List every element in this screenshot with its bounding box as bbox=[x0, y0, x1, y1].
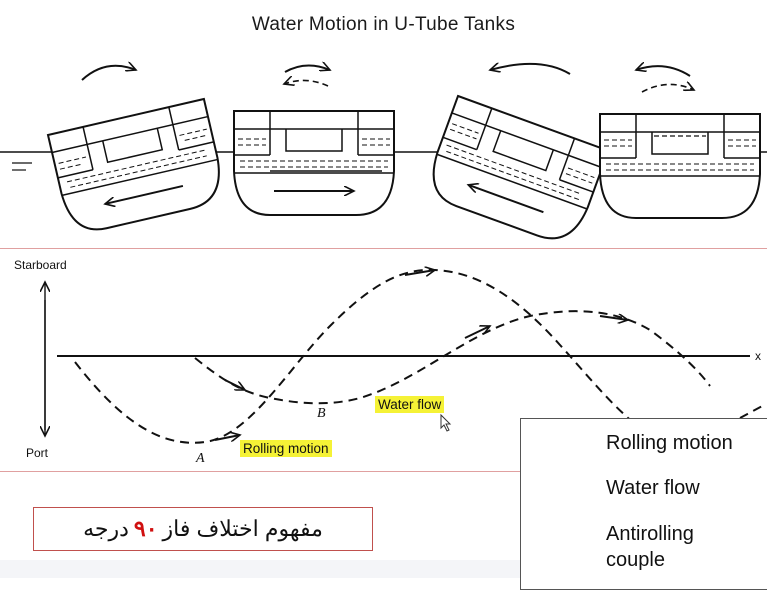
rolling-arrow-3 bbox=[490, 64, 571, 75]
panel-divider-bottom bbox=[0, 471, 520, 472]
starboard-label: Starboard bbox=[14, 258, 67, 272]
point-b-label: B bbox=[317, 406, 326, 421]
ship-hull-3 bbox=[421, 95, 610, 250]
water-flow-tag: Water flow bbox=[375, 396, 445, 413]
x-axis-label: x bbox=[755, 349, 761, 363]
legend-rolling-label: Rolling motion bbox=[606, 432, 733, 454]
rolling-arrow-4 bbox=[636, 66, 691, 77]
panel-divider-top bbox=[0, 248, 767, 249]
rolling-motion-tag: Rolling motion bbox=[240, 440, 332, 457]
caption-text-start: مفهوم اختلاف فاز bbox=[162, 516, 323, 541]
legend-waterflow-label: Water flow bbox=[606, 477, 700, 499]
antirolling-arrow-4 bbox=[641, 84, 694, 93]
ship-hull-1 bbox=[47, 98, 229, 238]
ship-hull-4 bbox=[599, 113, 761, 219]
water-flow-curve bbox=[194, 310, 711, 405]
antirolling-arrow-2 bbox=[284, 80, 329, 87]
port-label: Port bbox=[26, 446, 49, 460]
point-a-label: A bbox=[196, 451, 205, 466]
mouse-cursor-icon bbox=[440, 413, 452, 432]
rolling-motion-curve bbox=[74, 268, 641, 444]
player-toolbar-strip bbox=[0, 560, 520, 578]
phase-caption: مفهوم اختلاف فاز ۹۰ درجه bbox=[33, 507, 373, 551]
legend-antirolling-label: Antirolling bbox=[606, 523, 694, 545]
legend bbox=[520, 418, 767, 590]
caption-text-end: درجه bbox=[83, 516, 129, 541]
rolling-arrow-2 bbox=[284, 65, 330, 73]
caption-number: ۹۰ bbox=[133, 516, 158, 541]
legend-couple-label: couple bbox=[606, 549, 665, 571]
diagram-title: Water Motion in U-Tube Tanks bbox=[251, 14, 516, 35]
ship-hull-2 bbox=[233, 110, 395, 216]
diagram-canvas: Water Motion in U-Tube Tanks Starboard P… bbox=[0, 14, 767, 590]
rolling-arrow-1 bbox=[81, 66, 136, 81]
